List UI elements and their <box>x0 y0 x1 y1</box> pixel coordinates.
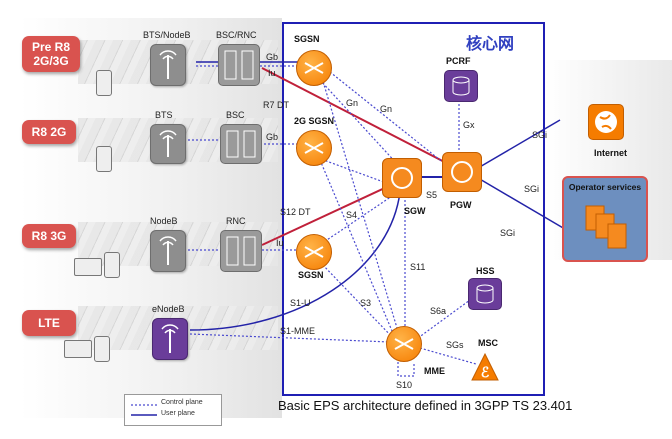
interface-r7dt: R7 DT <box>263 100 290 110</box>
sgw-label: SGW <box>404 206 426 216</box>
interface-gb-2g: Gb <box>266 132 279 142</box>
internet-globe-icon <box>588 104 624 140</box>
sgsn-router-icon <box>296 50 332 86</box>
sgi-operator-line <box>477 177 571 233</box>
radio-node-label: NodeB <box>150 216 178 226</box>
phone-icon <box>96 146 112 172</box>
operator-services-label: Operator services <box>568 182 642 192</box>
interface-s6a: S6a <box>430 306 447 316</box>
controller-rack-icon <box>218 44 260 86</box>
interface-gx: Gx <box>463 120 475 130</box>
gn2-line <box>329 71 451 169</box>
sgw-gateway-icon <box>382 158 422 198</box>
laptop-icon <box>64 340 92 358</box>
radio-node-label: eNodeB <box>152 304 185 314</box>
s3-line <box>319 159 396 339</box>
controller-label: BSC <box>226 110 245 120</box>
msc-label: MSC <box>478 338 498 348</box>
interface-s4: S4 <box>346 210 358 220</box>
access-type-lte: LTE <box>22 310 76 336</box>
sgsn-top-label: SGSN <box>294 34 320 44</box>
s3b-line <box>319 261 396 341</box>
sgsn-mme-line <box>321 77 401 339</box>
diagram-caption: Basic EPS architecture defined in 3GPP T… <box>278 398 573 413</box>
legend-control-label: Control plane <box>161 399 203 406</box>
interface-sgi-2: SGi <box>524 184 540 194</box>
interface-s12dt: S12 DT <box>280 207 311 217</box>
msc-switch-icon: ℰ <box>470 352 500 382</box>
laptop-icon <box>74 258 102 276</box>
interface-sgi-1: SGi <box>532 130 548 140</box>
svg-text:ℰ: ℰ <box>481 364 490 380</box>
interface-s11: S11 <box>410 262 426 272</box>
r7dt-line <box>261 67 461 171</box>
operator-services-box: Operator services <box>562 176 648 262</box>
access-type-label: 2G/3G <box>33 54 69 68</box>
interface-gn-2: Gn <box>380 104 393 114</box>
access-type-label: LTE <box>38 316 60 330</box>
interface-s10: S10 <box>396 380 413 390</box>
interface-iu-top: Iu <box>268 68 276 78</box>
s4b-line <box>317 191 399 247</box>
interface-s1mme: S1-MME <box>280 326 316 336</box>
enodeb-antenna-icon <box>152 318 188 360</box>
access-type-r8-2g: R8 2G <box>22 120 76 144</box>
sgi-internet-line <box>477 119 561 169</box>
controller-label: BSC/RNC <box>216 30 257 40</box>
interface-sgs: SGs <box>446 340 464 350</box>
pgw-gateway-icon <box>442 152 482 192</box>
internet-label: Internet <box>594 148 628 158</box>
interface-gn-1: Gn <box>346 98 359 108</box>
antenna-icon <box>150 124 186 164</box>
radio-node-label: BTS/NodeB <box>143 30 191 40</box>
access-type-r8-3g: R8 3G <box>22 224 76 248</box>
access-type-label: R8 3G <box>31 229 67 243</box>
hss-label: HSS <box>476 266 495 276</box>
s1u-line <box>189 191 401 331</box>
interface-s1u: S1-U <box>290 298 311 308</box>
server-stack-icon <box>584 202 632 252</box>
s12dt-line <box>261 179 403 246</box>
interface-s3: S3 <box>360 298 372 308</box>
interface-s5: S5 <box>426 190 438 200</box>
access-type-label: Pre R8 <box>31 40 71 54</box>
pcrf-database-icon <box>444 70 478 102</box>
sgsn-bottom-label: SGSN <box>298 270 324 280</box>
controller-rack-icon <box>220 230 262 272</box>
s1mme-line <box>189 333 391 343</box>
mme-router-icon <box>386 326 422 362</box>
core-network-label: 核心网 <box>466 36 515 53</box>
interface-gb-top: Gb <box>266 52 279 62</box>
radio-node-label: BTS <box>155 110 173 120</box>
controller-label: RNC <box>226 216 246 226</box>
s6a-line <box>417 299 471 339</box>
legend: Control plane User plane <box>124 394 222 426</box>
legend-user-label: User plane <box>161 410 195 417</box>
phone-icon <box>104 252 120 278</box>
antenna-icon <box>150 230 186 272</box>
sgsn-2g-router-icon <box>296 130 332 166</box>
hss-database-icon <box>468 278 502 310</box>
mme-label: MME <box>424 366 445 376</box>
s10-loop <box>397 362 415 377</box>
pgw-label: PGW <box>450 200 472 210</box>
access-type-pre-r8: Pre R8 2G/3G <box>22 36 80 72</box>
phone-icon <box>96 70 112 96</box>
antenna-icon <box>150 44 186 86</box>
interface-iu-bottom: Iu <box>276 238 284 248</box>
phone-icon <box>94 336 110 362</box>
pcrf-label: PCRF <box>446 56 471 66</box>
sgsn-2g-label: 2G SGSN <box>294 116 335 126</box>
sgsn-bottom-router-icon <box>296 234 332 270</box>
interface-sgi-3: SGi <box>500 228 516 238</box>
sgs-line <box>419 347 477 365</box>
access-type-label: R8 2G <box>31 125 67 139</box>
controller-rack-icon <box>220 124 262 164</box>
